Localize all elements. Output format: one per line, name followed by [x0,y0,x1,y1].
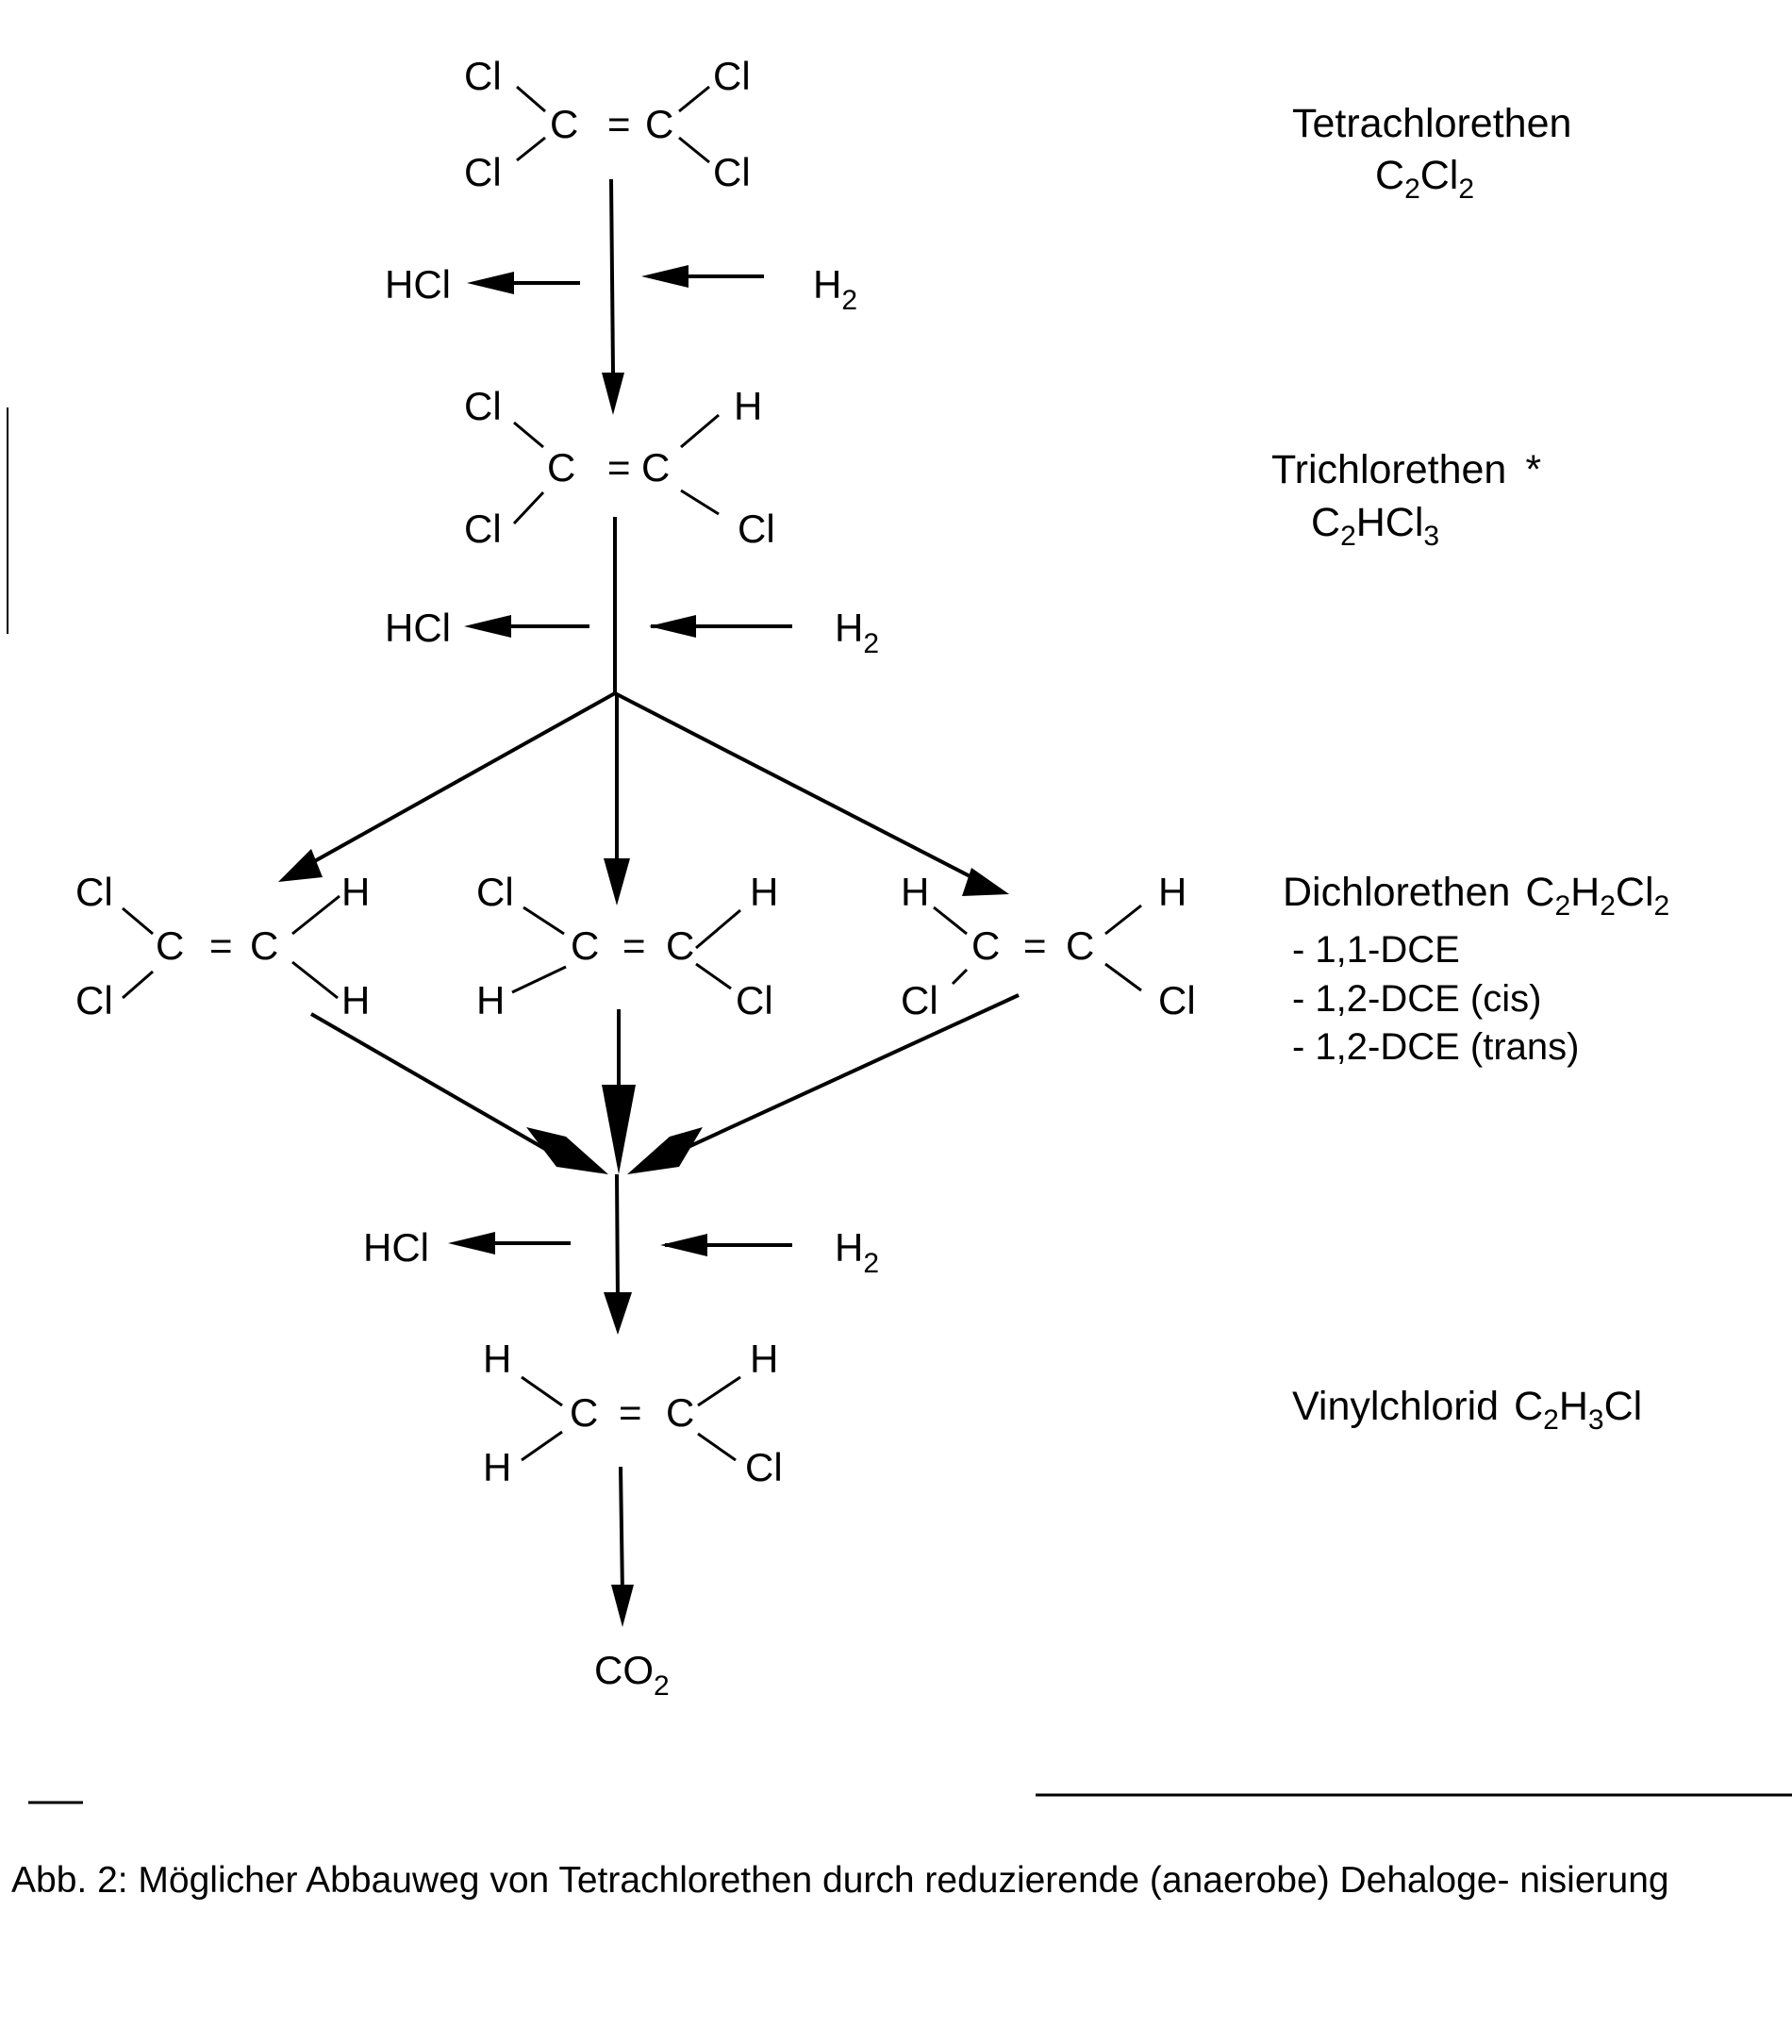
label-tetrachlorethen: Tetrachlorethen [1292,101,1571,146]
bond-double: = [619,1390,642,1435]
atom-h: H [1158,870,1186,914]
molecule-12-dce-cis: Cl H C = C H Cl [476,870,778,1022]
atom-cl: Cl [464,507,502,551]
dce-item-12-trans: - 1,2-DCE (trans) [1292,1026,1580,1068]
bond-lines [511,906,741,994]
atom-cl: Cl [464,150,502,194]
bond-lines [521,1375,741,1462]
molecule-trichlorethen: Cl Cl H Cl C = C [464,384,775,551]
atom-cl: Cl [464,384,502,428]
pathway-arrows [310,178,1020,1595]
atom-c: C [570,1390,598,1435]
atom-cl: Cl [75,870,113,914]
dce-item-11: - 1,1-DCE [1292,929,1460,971]
dce-item-12-cis: - 1,2-DCE (cis) [1292,978,1541,1020]
bond-lines [516,85,710,164]
atom-c: C [641,445,670,490]
atom-h: H [483,1337,511,1381]
atom-c: C [550,102,578,146]
h2-label: H2 [835,606,879,659]
atom-cl: Cl [713,54,751,98]
bond-double: = [607,445,631,490]
bond-double: = [1023,923,1047,968]
atom-c: C [571,923,599,968]
molecule-11-dce: Cl Cl C = C H H [75,870,370,1022]
bond-double: = [607,102,631,146]
atom-c: C [156,923,184,968]
atom-c: C [666,1390,694,1435]
atom-cl: Cl [713,150,751,194]
hcl-label: HCl [385,262,451,307]
atom-c: C [971,923,1000,968]
atom-h: H [476,978,505,1022]
atom-c: C [645,102,673,146]
figure-caption: Abb. 2: Möglicher Abbauweg von Tetrachlo… [11,1860,1669,1901]
side-arrowheads [448,265,707,1256]
co2-product: CO2 [594,1648,670,1702]
h2-label: H2 [835,1225,879,1279]
formula-trichlorethen: C2HCl3 [1311,500,1439,552]
molecule-12-dce-trans: H Cl C = C H Cl [901,870,1196,1022]
atom-cl: Cl [476,870,514,914]
atom-h: H [341,978,370,1022]
label-trichlorethen: Trichlorethen* [1271,447,1541,492]
molecule-vinylchlorid: H H C = C H Cl [483,1337,783,1489]
atom-cl: Cl [75,978,113,1022]
atom-c: C [666,923,694,968]
h2-label: H2 [813,262,857,316]
atom-h: H [483,1445,511,1489]
bond-double: = [209,923,233,968]
hcl-label: HCl [363,1225,429,1270]
atom-c: C [547,445,575,490]
atom-cl: Cl [1158,978,1196,1022]
atom-c: C [1066,923,1094,968]
atom-h: H [734,384,762,428]
formula-tetrachlorethen: C2Cl2 [1375,153,1474,205]
bond-lines [933,904,1142,992]
atom-h: H [750,870,778,914]
atom-h: H [750,1337,778,1381]
atom-cl: Cl [901,978,938,1022]
atom-cl: Cl [745,1445,783,1489]
bond-lines [122,894,340,1000]
bond-double: = [622,923,646,968]
molecule-tetrachlorethen: Cl Cl Cl Cl C = C [464,54,751,194]
bond-lines [512,413,720,525]
atom-h: H [901,870,929,914]
atom-cl: Cl [738,507,775,551]
atom-c: C [250,923,278,968]
atom-h: H [341,870,370,914]
atom-cl: Cl [464,54,502,98]
atom-cl: Cl [736,978,773,1022]
page-rules [7,407,1792,1804]
hcl-label: HCl [385,606,451,650]
arrowheads [278,373,1009,1627]
